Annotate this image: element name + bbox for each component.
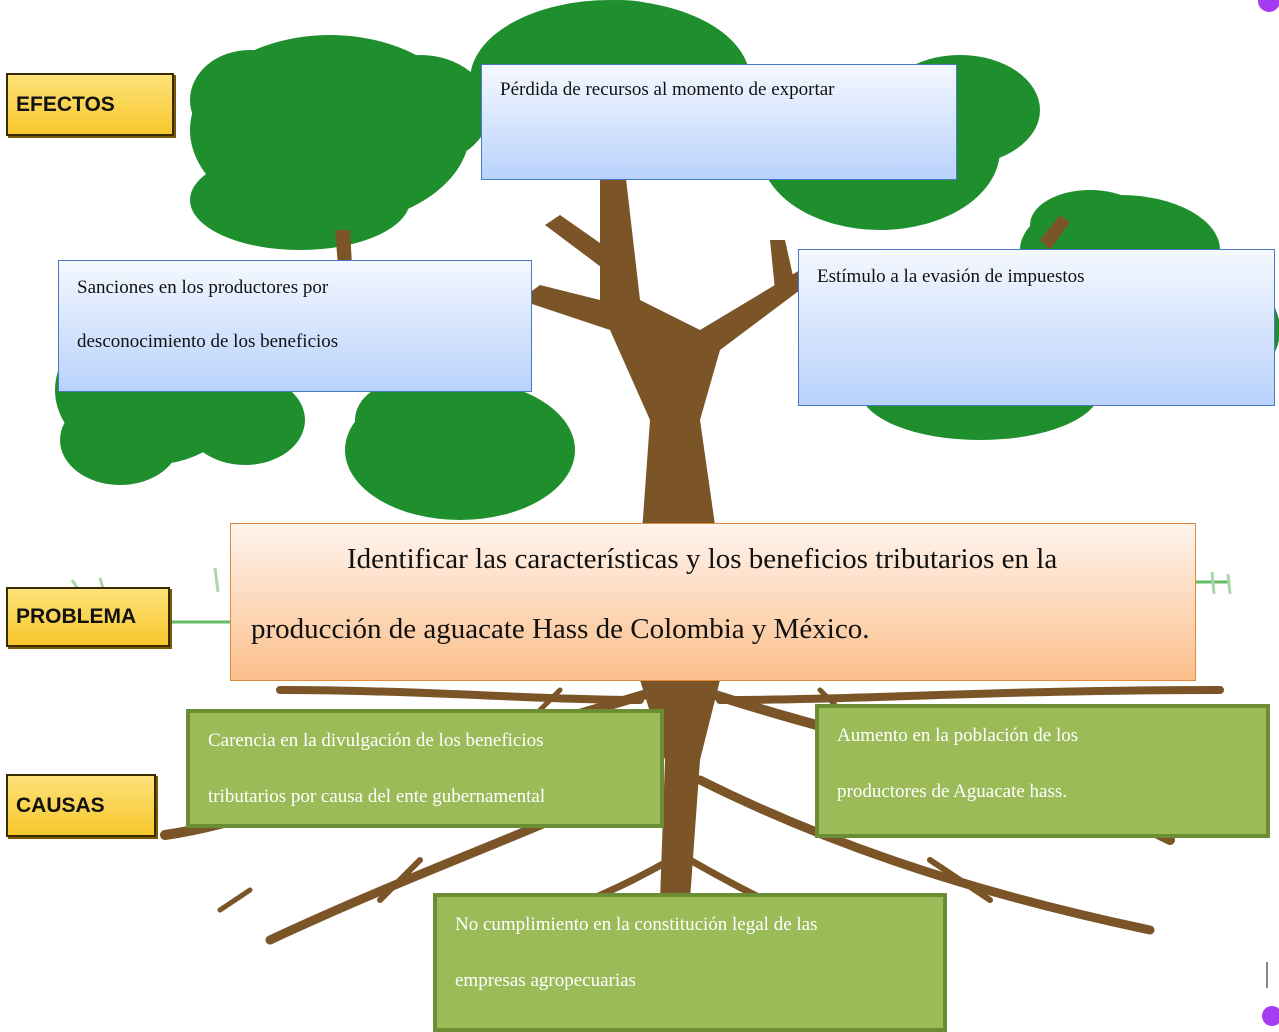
label-problema-text: PROBLEMA (16, 605, 137, 628)
problem-box: Identificar las características y los be… (230, 523, 1196, 681)
effect-box-left: Sanciones en los productores por descono… (58, 260, 532, 392)
corner-marker-bottom (1262, 1006, 1279, 1026)
edge-mark (1266, 962, 1268, 988)
cause-left-line1: Carencia en la divulgación de los benefi… (208, 730, 544, 751)
effect-top-text: Pérdida de recursos al momento de export… (500, 79, 835, 100)
problem-line1: Identificar las características y los be… (347, 543, 1058, 575)
cause-bottom-line2: empresas agropecuarias (455, 970, 636, 991)
cause-left-line2: tributarios por causa del ente gubername… (208, 786, 546, 807)
effect-left-line1: Sanciones en los productores por (77, 277, 329, 298)
label-efectos-text: EFECTOS (16, 92, 115, 116)
effect-left-line2: desconocimiento de los beneficios (77, 331, 339, 352)
cause-bottom-line1: No cumplimiento en la constitución legal… (455, 914, 818, 935)
label-efectos: EFECTOS (6, 73, 174, 136)
label-causas-text: CAUSAS (16, 793, 105, 817)
effect-box-right: Estímulo a la evasión de impuestos (798, 249, 1275, 406)
cause-box-bottom: No cumplimiento en la constitución legal… (433, 893, 947, 1032)
corner-marker-top (1258, 0, 1279, 12)
label-causas: CAUSAS (6, 774, 156, 837)
effect-right-text: Estímulo a la evasión de impuestos (817, 266, 1085, 287)
cause-box-right: Aumento en la población de los productor… (815, 704, 1270, 838)
problem-line2: producción de aguacate Hass de Colombia … (251, 613, 870, 645)
label-problema: PROBLEMA (6, 587, 170, 647)
cause-right-line1: Aumento en la población de los (837, 725, 1079, 746)
effect-box-top: Pérdida de recursos al momento de export… (481, 64, 957, 180)
cause-right-line2: productores de Aguacate hass. (837, 781, 1068, 802)
cause-box-left: Carencia en la divulgación de los benefi… (186, 709, 664, 828)
